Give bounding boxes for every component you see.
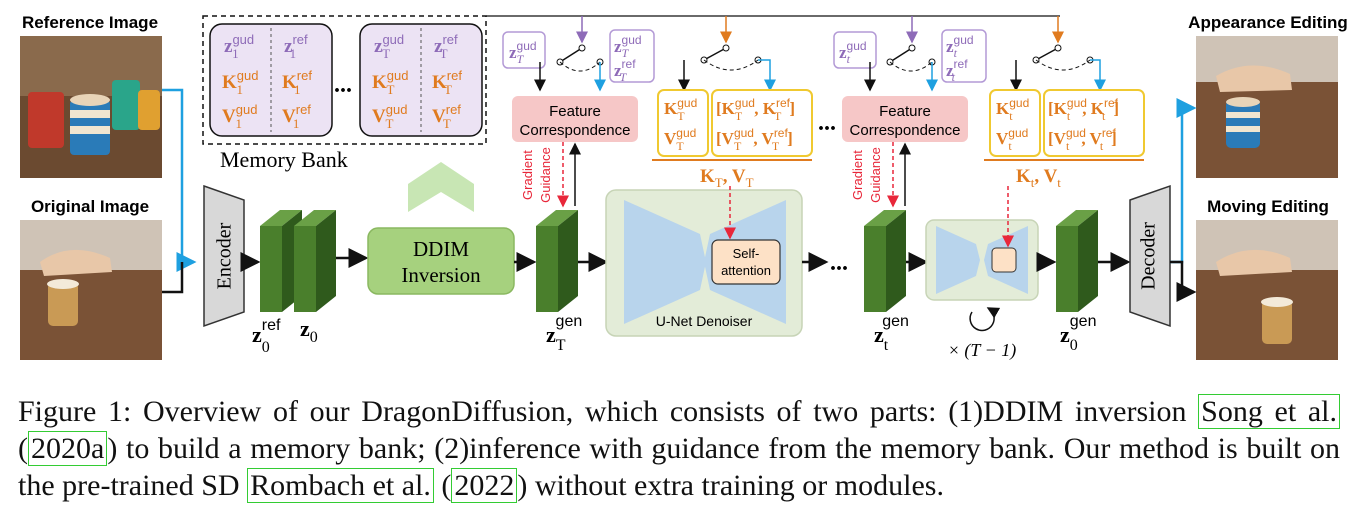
fc-T-line2: Correspondence <box>520 122 631 139</box>
loop-icon <box>969 307 1001 332</box>
reference-image-label: Reference Image <box>22 13 158 32</box>
unet-denoiser-small <box>925 219 1039 301</box>
zT-gen-symbol: zTgen <box>546 313 582 354</box>
reference-image <box>20 36 162 178</box>
guidance-T-label: Guidance <box>538 147 553 203</box>
fc-T-line1: Feature <box>549 103 601 120</box>
original-path-line <box>162 262 184 294</box>
latent-z0-gen <box>1056 210 1098 312</box>
moving-editing-image <box>1196 220 1338 360</box>
encoder-block: Encoder <box>203 184 245 328</box>
citation-song-name[interactable]: Song et al. <box>1198 394 1340 429</box>
memory-bank-dots: ... <box>334 72 352 98</box>
citation-rombach-name[interactable]: Rombach et al. <box>247 468 434 503</box>
z0-symbol: z0 <box>300 316 318 346</box>
original-image <box>20 220 162 360</box>
gradient-T-label: Gradient <box>520 150 535 200</box>
svg-text:KT, VT: KT, VT <box>700 166 754 190</box>
unet-label: U-Net Denoiser <box>656 313 753 329</box>
citation-song-year[interactable]: 2020a <box>28 431 108 466</box>
self-attn-line1: Self- <box>733 246 760 261</box>
guidance-t-label: Guidance <box>868 147 883 203</box>
moving-output-arrow <box>1170 260 1197 302</box>
ddim-label-line2: Inversion <box>401 263 481 287</box>
fc-t-line1: Feature <box>879 103 931 120</box>
caption-middle: to build a memory bank; (2)inference wit… <box>18 432 1340 502</box>
z0-ref-symbol: z0ref <box>252 317 281 356</box>
figure-caption: Figure 1: Overview of our DragonDiffusio… <box>18 394 1340 503</box>
up-arrow-icon <box>408 162 474 212</box>
self-attn-line2: attention <box>721 263 771 278</box>
gradient-t-label: Gradient <box>850 150 865 200</box>
zt-gen-symbol: ztgen <box>874 313 909 354</box>
feature-correspondence-T: Feature Correspondence <box>512 96 638 142</box>
memory-bank-label: Memory Bank <box>220 147 348 172</box>
appearance-output-arrow <box>1170 98 1197 264</box>
encoder-label: Encoder <box>214 222 236 289</box>
ddim-inversion-block: DDIM Inversion <box>367 227 515 295</box>
decoder-label: Decoder <box>1138 222 1160 290</box>
dragondiffusion-diagram: Reference Image Original Image Appearanc… <box>20 13 1348 361</box>
times-T-minus-1: × (T − 1) <box>948 340 1016 361</box>
mid-dots: ... <box>830 250 848 276</box>
appearance-editing-image <box>1196 36 1338 178</box>
reference-path-arrow <box>162 88 197 272</box>
moving-editing-label: Moving Editing <box>1207 197 1329 216</box>
appearance-editing-label: Appearance Editing <box>1188 13 1348 32</box>
z0-gen-symbol: z0gen <box>1060 313 1096 354</box>
svg-text:Kt, Vt: Kt, Vt <box>1016 166 1061 190</box>
caption-suffix: without extra training or modules. <box>527 469 944 502</box>
latent-zT <box>536 210 578 312</box>
original-image-label: Original Image <box>31 197 149 216</box>
latent-z0 <box>294 210 336 312</box>
feature-correspondence-t: Feature Correspondence <box>842 96 968 142</box>
latent-zt <box>864 210 906 312</box>
top-dots: ... <box>818 110 836 136</box>
decoder-block: Decoder <box>1129 184 1171 328</box>
ddim-label-line1: DDIM <box>413 237 469 261</box>
citation-rombach-year[interactable]: 2022 <box>451 468 518 503</box>
fc-t-line2: Correspondence <box>850 122 961 139</box>
unet-denoiser: U-Net Denoiser Self- attention <box>605 189 803 337</box>
caption-prefix: Figure 1: Overview of our DragonDiffusio… <box>18 395 1199 428</box>
